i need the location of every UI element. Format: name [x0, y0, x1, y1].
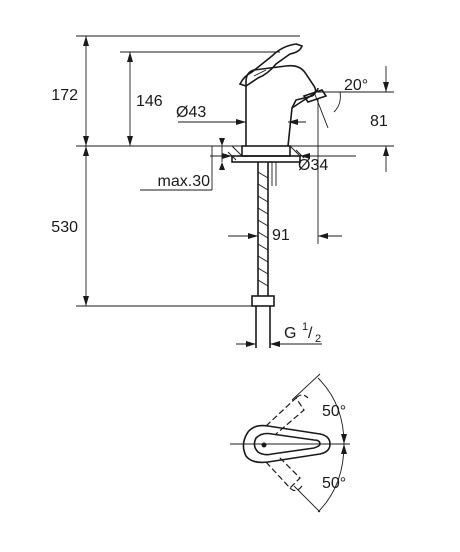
hose-braid [257, 171, 269, 287]
lever-handle [238, 43, 304, 87]
rotation-ref-bottom [293, 485, 321, 513]
dim-146-label: 146 [136, 93, 163, 110]
top-view: 50° 50° [230, 373, 350, 513]
rotation-ref-top [291, 373, 321, 401]
hatch-lines [227, 145, 305, 161]
dim-g-denominator: 2 [315, 333, 321, 345]
rotation-bottom-label: 50° [322, 475, 346, 492]
tap-body [245, 64, 317, 147]
dim-g-numerator: 1 [302, 321, 308, 333]
mounting-nut [231, 155, 301, 163]
dim-43-label: Ø43 [176, 104, 206, 121]
dim-g-label: G [284, 325, 296, 342]
dim-max30-label: max.30 [158, 173, 211, 190]
dim-g-slash: / [308, 325, 313, 342]
spout-curve [291, 87, 319, 109]
lever-detail [253, 69, 267, 77]
lever-rotated-up-tip [295, 394, 309, 399]
dim-34-label: Ø34 [298, 157, 328, 174]
dim-530-label: 530 [51, 219, 78, 236]
dim-91-label: 91 [272, 227, 290, 244]
dim-81-label: 81 [370, 113, 388, 130]
hose-fitting-nut [251, 295, 275, 307]
angle-line [313, 91, 329, 129]
mounting-flange [241, 145, 291, 157]
dim-20deg-label: 20° [344, 77, 368, 94]
top-lever [253, 432, 321, 456]
rotation-top-label: 50° [322, 403, 346, 420]
lever-rotated-down [265, 455, 301, 489]
lever-rotated-down-tip [289, 485, 303, 492]
dim-172-label: 172 [51, 87, 78, 104]
angle-arc [333, 91, 341, 113]
side-view: 172 146 Ø43 20° 81 Ø34 [51, 35, 394, 348]
lever-rotated-up [265, 397, 305, 435]
top-indicator-dot [261, 442, 267, 448]
